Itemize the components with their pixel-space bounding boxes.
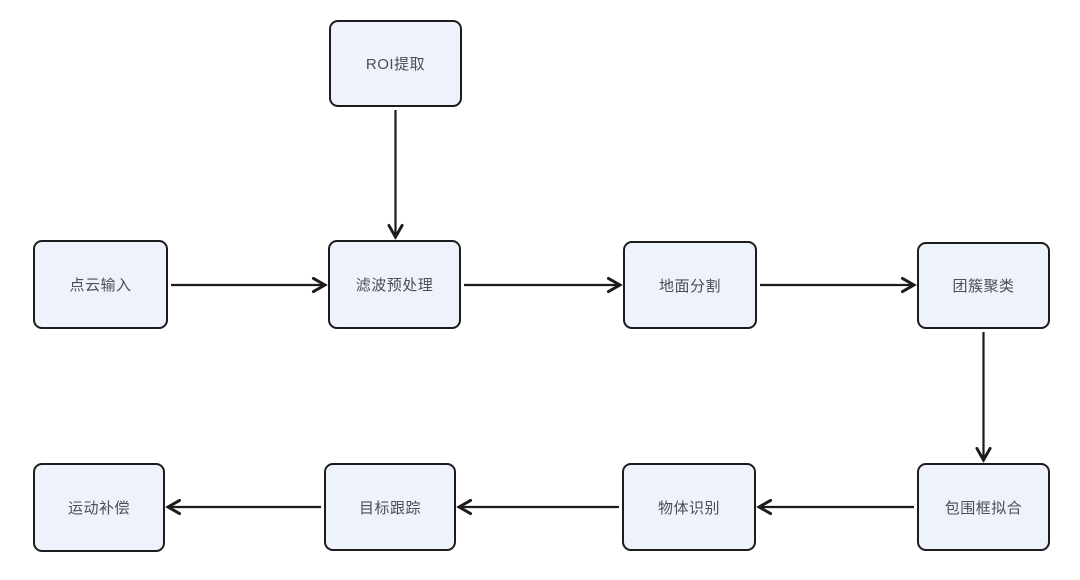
node-label: 滤波预处理 bbox=[355, 277, 434, 294]
node-ground-segmentation: 地面分割 bbox=[623, 241, 757, 329]
node-label: ROI提取 bbox=[365, 56, 426, 73]
node-filter-preprocessing: 滤波预处理 bbox=[328, 240, 461, 329]
node-target-tracking: 目标跟踪 bbox=[324, 463, 456, 551]
node-label: 点云输入 bbox=[69, 277, 132, 294]
node-label: 地面分割 bbox=[658, 277, 721, 295]
node-point-cloud-input: 点云输入 bbox=[33, 240, 168, 329]
node-label: 团簇聚类 bbox=[952, 278, 1015, 295]
node-cluster-clustering: 团簇聚类 bbox=[917, 242, 1050, 329]
node-label: 目标跟踪 bbox=[358, 499, 421, 517]
node-label: 包围框拟合 bbox=[944, 499, 1023, 517]
node-label: 物体识别 bbox=[657, 499, 720, 517]
node-roi-extraction: ROI提取 bbox=[329, 20, 462, 107]
node-object-recognition: 物体识别 bbox=[622, 463, 756, 551]
node-motion-compensation: 运动补偿 bbox=[33, 463, 165, 552]
node-bounding-box-fitting: 包围框拟合 bbox=[917, 463, 1050, 551]
node-label: 运动补偿 bbox=[67, 500, 130, 517]
